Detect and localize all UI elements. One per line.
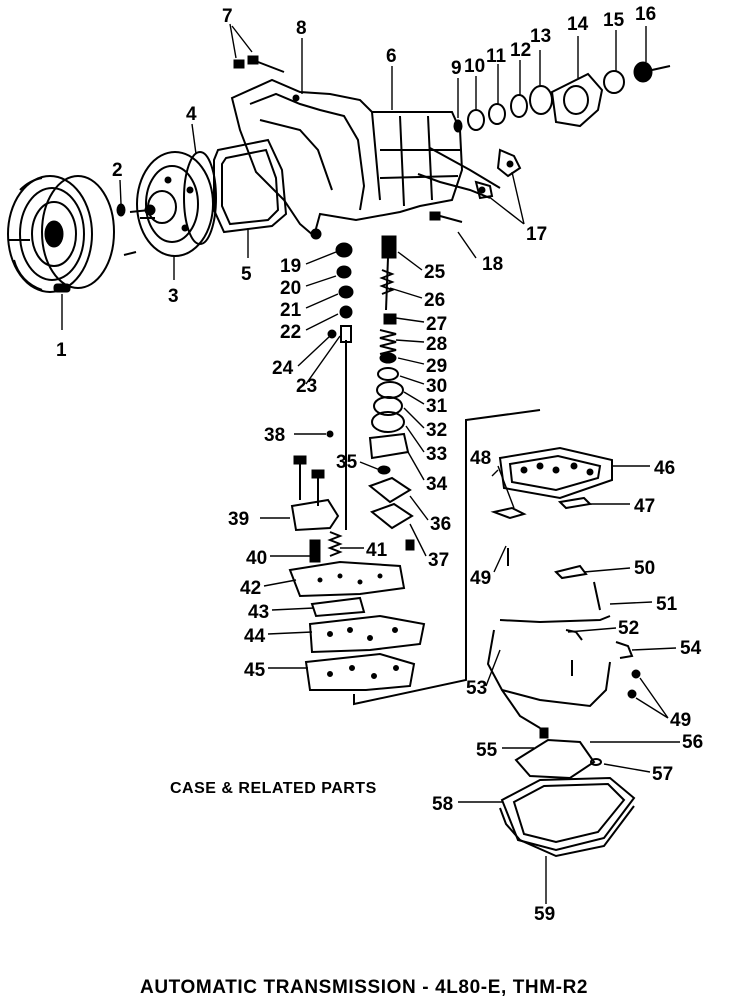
callout-2: 2 [112,160,123,181]
callout-7: 7 [222,6,233,27]
callout-48: 48 [470,448,491,469]
callout-21: 21 [280,300,302,321]
callout-44: 44 [244,626,266,647]
leader-lines [61,23,680,904]
callout-29: 29 [426,356,447,377]
callout-17: 17 [526,224,547,245]
callout-1: 1 [56,340,67,361]
callout-45: 45 [244,660,266,681]
accumulator-stack-left-drawing [327,242,354,530]
callout-10: 10 [464,56,485,77]
callout-50: 50 [634,558,655,579]
valve-body-harness-drawing [486,446,641,729]
callout-55: 55 [476,740,498,761]
callout-34: 34 [426,474,448,495]
callout-30: 30 [426,376,447,397]
callout-19: 19 [280,256,301,277]
callout-35: 35 [336,452,358,473]
callout-16: 16 [635,4,656,25]
bolts-7-drawing [233,55,285,73]
callout-49: 49 [470,568,491,589]
callout-47: 47 [634,496,655,517]
solenoid-area-drawing [290,430,343,563]
callout-20: 20 [280,278,301,299]
callout-53: 53 [466,678,487,699]
callout-26: 26 [424,290,445,311]
diagram-caption: CASE & RELATED PARTS [170,780,377,797]
callout-43: 43 [248,602,269,623]
callout-52: 52 [618,618,639,639]
callout-22: 22 [280,322,301,343]
callout-56: 56 [682,732,703,753]
callout-33: 33 [426,444,447,465]
seal-2-drawing [116,203,126,217]
callout-11: 11 [486,46,507,67]
valve-plates-drawing [288,409,541,706]
callout-6: 6 [386,46,397,67]
transmission-case-drawing [230,78,501,240]
callout-13: 13 [530,26,551,47]
oil-pump-drawing [123,151,214,257]
callout-8: 8 [296,18,307,39]
callout-57: 57 [652,764,673,785]
callout-labels: 1 2 3 4 5 6 7 8 9 10 11 12 13 14 15 16 1… [56,4,703,925]
callout-49b: 49 [670,710,691,731]
callout-28: 28 [426,334,447,355]
bolt-18-drawing [429,211,463,223]
accumulator-stack-center-drawing [367,235,415,551]
diagram-title: AUTOMATIC TRANSMISSION - 4L80-E, THM-R2 [140,977,588,998]
callout-18: 18 [482,254,503,275]
pump-seal-ring-drawing [183,151,217,245]
callout-27: 27 [426,314,447,335]
callout-25: 25 [424,262,446,283]
callout-12: 12 [510,40,531,61]
gasket-drawing [213,138,288,234]
callout-4: 4 [186,104,197,125]
callout-59: 59 [534,904,555,925]
torque-converter-drawing [7,175,115,293]
callout-5: 5 [241,264,252,285]
callout-15: 15 [603,10,625,31]
callout-24: 24 [272,358,294,379]
callout-42: 42 [240,578,261,599]
callout-51: 51 [656,594,678,615]
callout-14: 14 [567,14,589,35]
callout-41: 41 [366,540,388,561]
callout-46: 46 [654,458,675,479]
callout-32: 32 [426,420,447,441]
callout-9: 9 [451,58,462,79]
callout-23: 23 [296,376,317,397]
callout-31: 31 [426,396,448,417]
callout-58: 58 [432,794,453,815]
callout-38: 38 [264,425,285,446]
linkage-parts-drawing [474,148,522,200]
callout-36: 36 [430,514,451,535]
callout-54: 54 [680,638,702,659]
callout-37: 37 [428,550,449,571]
filter-pan-drawing [499,727,636,858]
callout-39: 39 [228,509,249,530]
output-parts-drawing [453,61,671,133]
callout-3: 3 [168,286,179,307]
callout-40: 40 [246,548,267,569]
